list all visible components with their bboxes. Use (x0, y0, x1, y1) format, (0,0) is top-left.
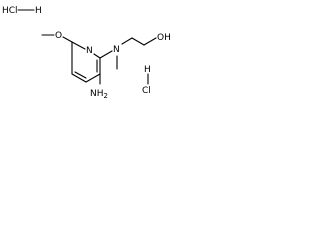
ring-bond-c4-c5-double (74, 71, 87, 79)
hcl-top-cl-label: HCl (2, 6, 18, 16)
ch2-ch2-bond (131, 37, 145, 46)
ring-bond-c6-n1 (71, 41, 86, 50)
ring-n-label: N (86, 46, 93, 56)
hcl-bottom-h-label: H (144, 65, 151, 75)
o-ring-bond (62, 36, 73, 43)
amino-label: NH2 (90, 89, 108, 100)
c2-n-bond (99, 50, 113, 59)
ring-bond-n1-c2 (93, 53, 101, 59)
ring-bond-c3-c4 (85, 73, 101, 83)
hydroxyl-label: OH (157, 33, 171, 43)
hcl-top-h-label: H (35, 6, 42, 16)
n-ch2-bond (121, 37, 133, 45)
amine-n-label: N (113, 45, 120, 55)
hcl-bottom-cl-label: Cl (142, 86, 151, 96)
chemical-structure-diagram: HCl H O N NH2 N OH H Cl (2, 6, 171, 100)
ch2-oh-bond (143, 37, 157, 46)
methoxy-o-label: O (55, 31, 62, 41)
ring-bond-c4-c5 (71, 73, 87, 83)
